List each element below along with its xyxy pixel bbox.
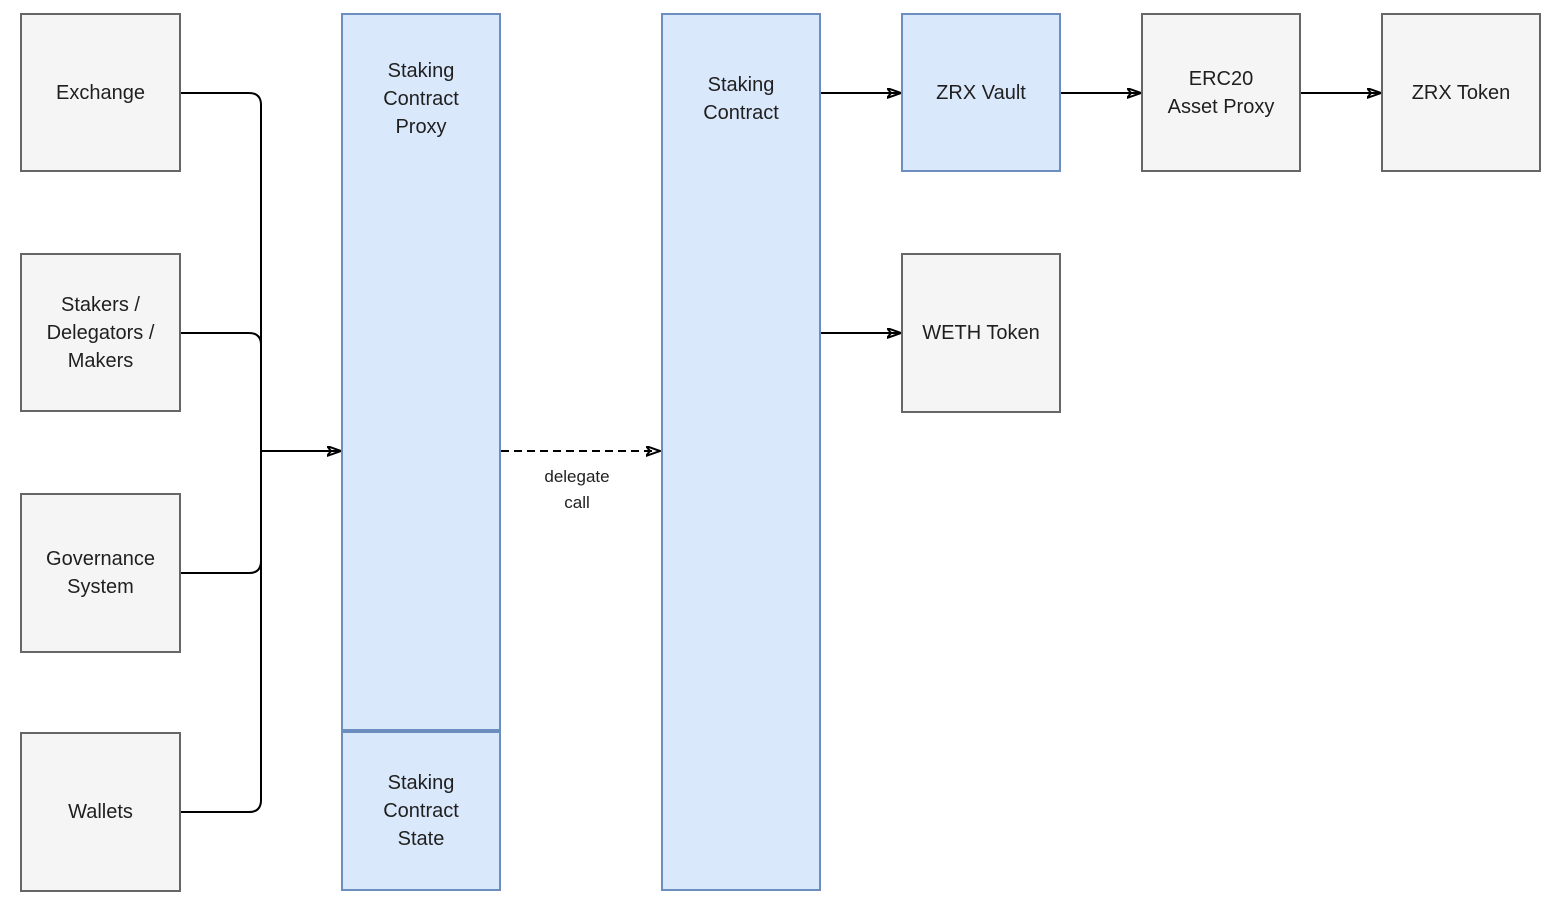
node-stakers-delegators-makers: Stakers / Delegators / Makers [20,253,181,412]
node-erc20-asset-proxy: ERC20 Asset Proxy [1141,13,1301,172]
node-exchange: Exchange [20,13,181,172]
edge-wallets-to-trunk [181,451,262,813]
node-wallets: Wallets [20,732,181,892]
node-governance-system: Governance System [20,493,181,653]
edge-stakers-to-trunk [181,332,262,451]
node-staking-contract: Staking Contract [661,13,821,891]
node-staking-contract-proxy: Staking Contract Proxy [341,13,501,731]
node-weth-token: WETH Token [901,253,1061,413]
edge-exchange-to-trunk [181,92,262,451]
node-staking-contract-state: Staking Contract State [341,731,501,891]
delegate-call-label: delegate call [544,467,610,512]
node-zrx-vault: ZRX Vault [901,13,1061,172]
edge-governance-to-trunk [181,451,262,574]
node-zrx-token: ZRX Token [1381,13,1541,172]
